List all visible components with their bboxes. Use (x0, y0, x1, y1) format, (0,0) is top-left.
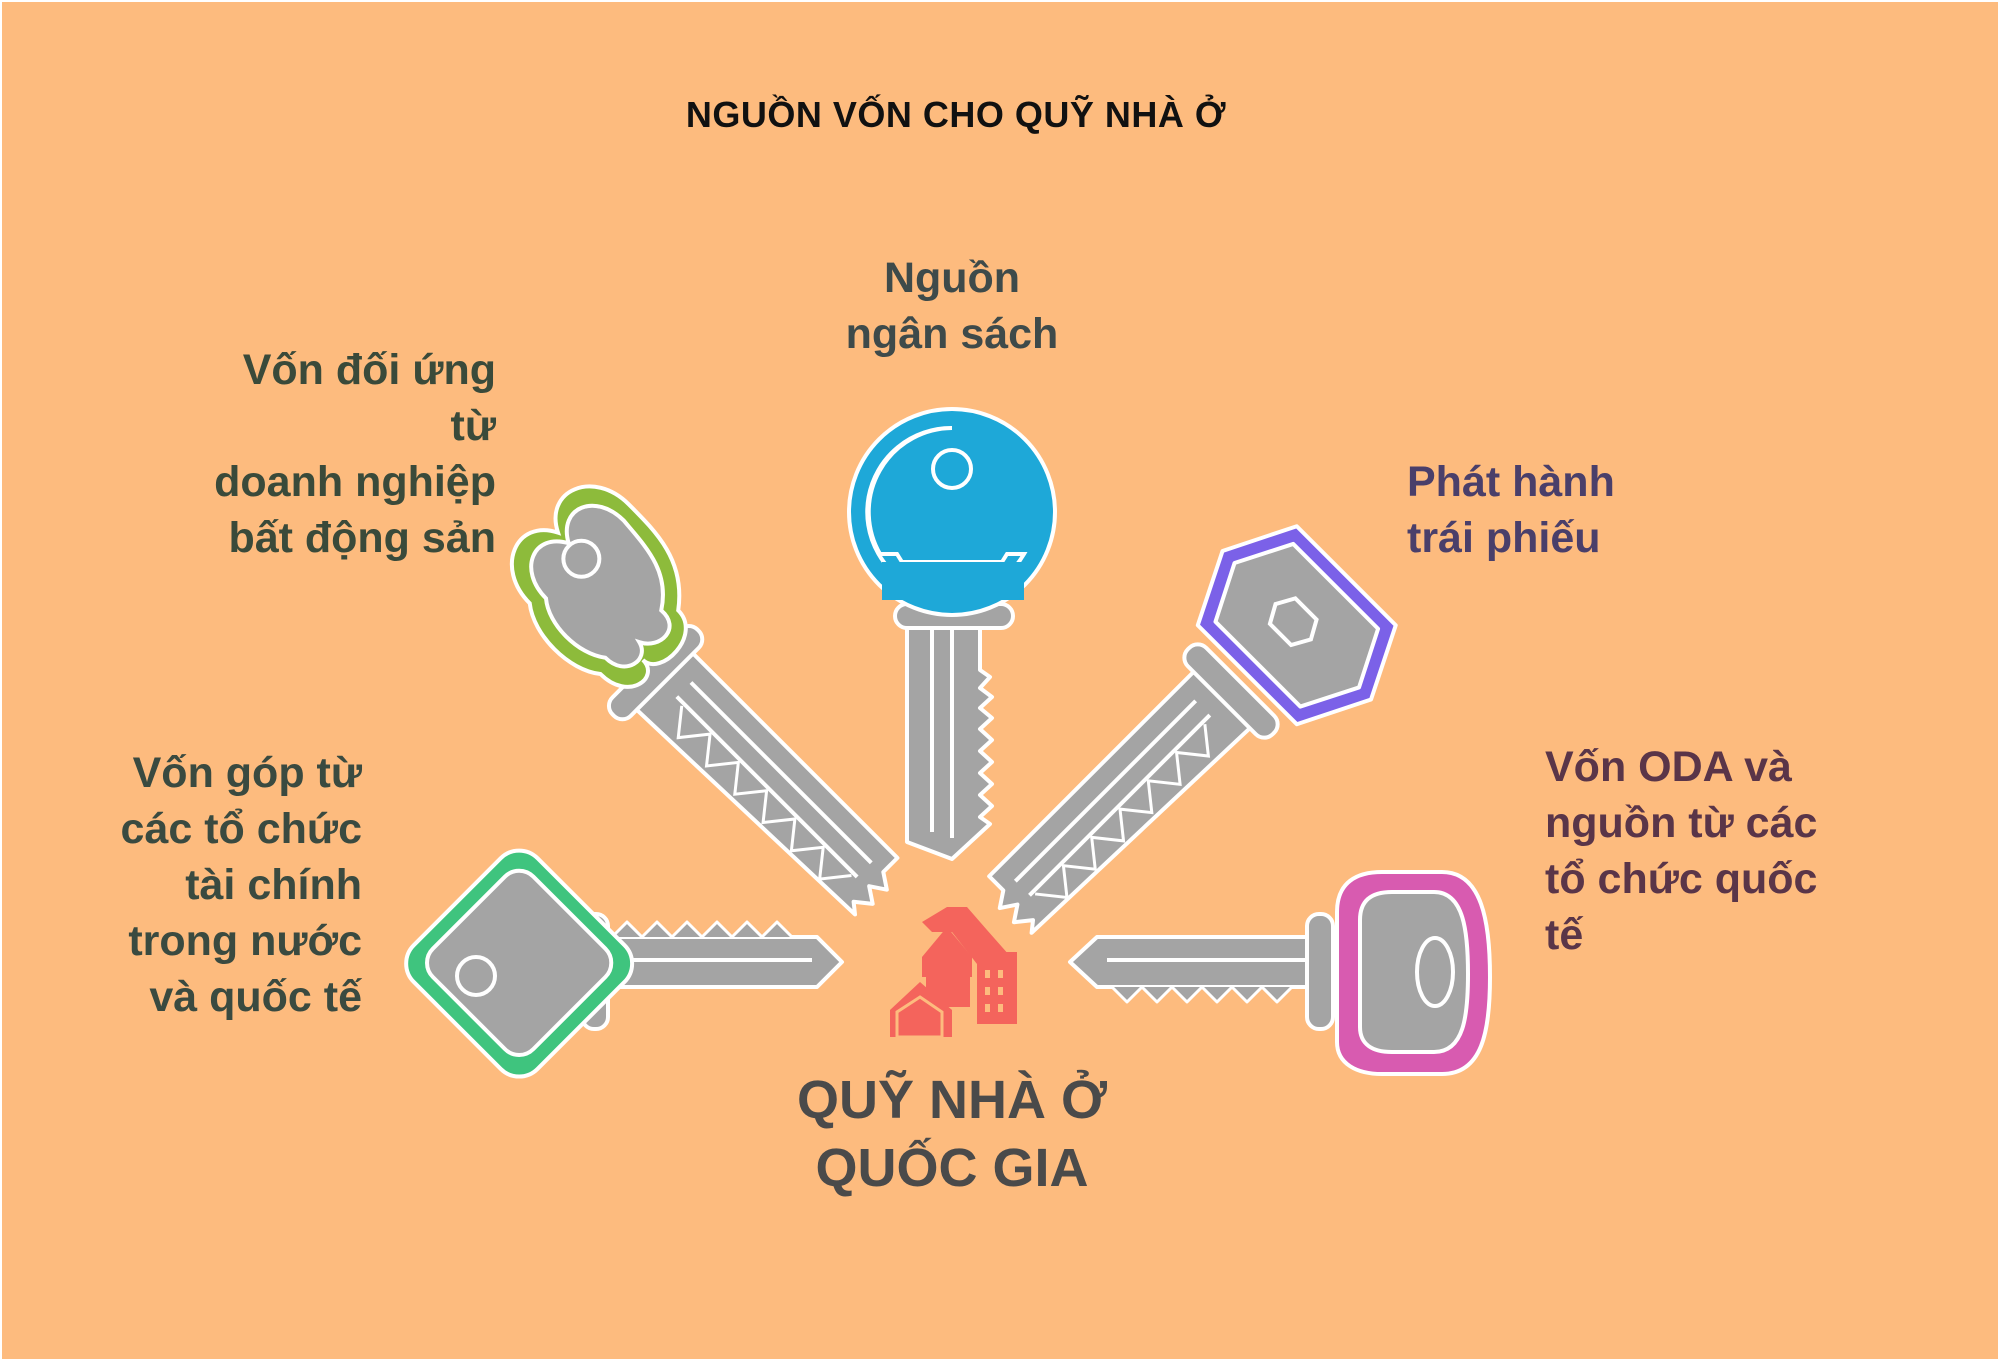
key-bonds-icon (987, 524, 1398, 935)
label-oda: Vốn ODA và nguồn từ các tổ chức quốc tế (1545, 743, 1818, 959)
label-matching: Vốn đối ứng từ doanh nghiệp bất động sản (214, 346, 496, 562)
center-label: QUỸ NHÀ Ở QUỐC GIA (796, 1070, 1108, 1198)
key-domestic-icon (404, 848, 844, 1079)
key-oda-icon (1068, 870, 1493, 1076)
key-budget-icon (847, 407, 1057, 861)
key-matching-icon (510, 484, 900, 917)
label-bonds: Phát hành trái phiếu (1407, 458, 1615, 562)
houses-icon (890, 907, 1017, 1039)
diagram-title: NGUỒN VỐN CHO QUỸ NHÀ Ở (685, 94, 1227, 135)
label-domestic: Vốn góp từ các tổ chức tài chính trong n… (120, 749, 362, 1021)
label-budget: Nguồn ngân sách (845, 254, 1059, 358)
